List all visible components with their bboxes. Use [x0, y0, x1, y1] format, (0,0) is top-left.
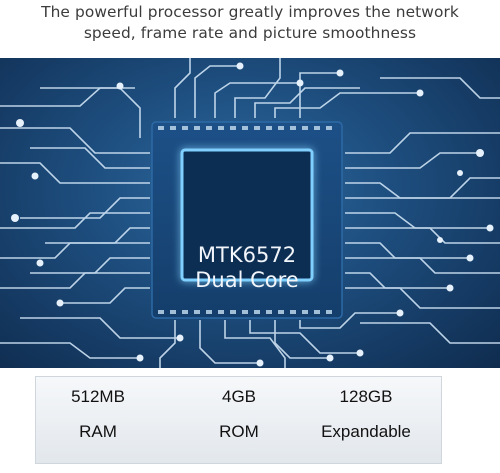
spec-label: Expandable: [321, 422, 411, 441]
headline: The powerful processor greatly improves …: [0, 0, 500, 58]
chip-label: MTK6572 Dual Core: [183, 243, 311, 293]
chip-die: [180, 148, 314, 282]
circuit-board-banner: MTK6572 Dual Core: [0, 58, 500, 368]
trace-pads: [11, 62, 494, 367]
chip-cores: Dual Core: [195, 268, 299, 292]
spec-label: RAM: [79, 422, 117, 441]
circuit-traces-graphic: [0, 58, 500, 368]
spec-expandable: 128GB Expandable: [306, 377, 426, 463]
spec-value: 4GB: [221, 387, 257, 406]
headline-line-2: speed, frame rate and picture smoothness: [83, 24, 417, 42]
spec-ram: 512MB RAM: [38, 377, 158, 463]
chip-model: MTK6572: [197, 243, 297, 267]
spec-value: 512MB: [71, 387, 125, 406]
spec-value: 128GB: [339, 387, 393, 406]
spec-rom: 4GB ROM: [179, 377, 299, 463]
chip-pins: [158, 126, 332, 314]
spec-label: ROM: [219, 422, 259, 441]
spec-panel: 512MB RAM 4GB ROM 128GB Expandable: [35, 376, 442, 464]
headline-line-1: The powerful processor greatly improves …: [41, 3, 459, 21]
trace-group: [0, 58, 500, 368]
